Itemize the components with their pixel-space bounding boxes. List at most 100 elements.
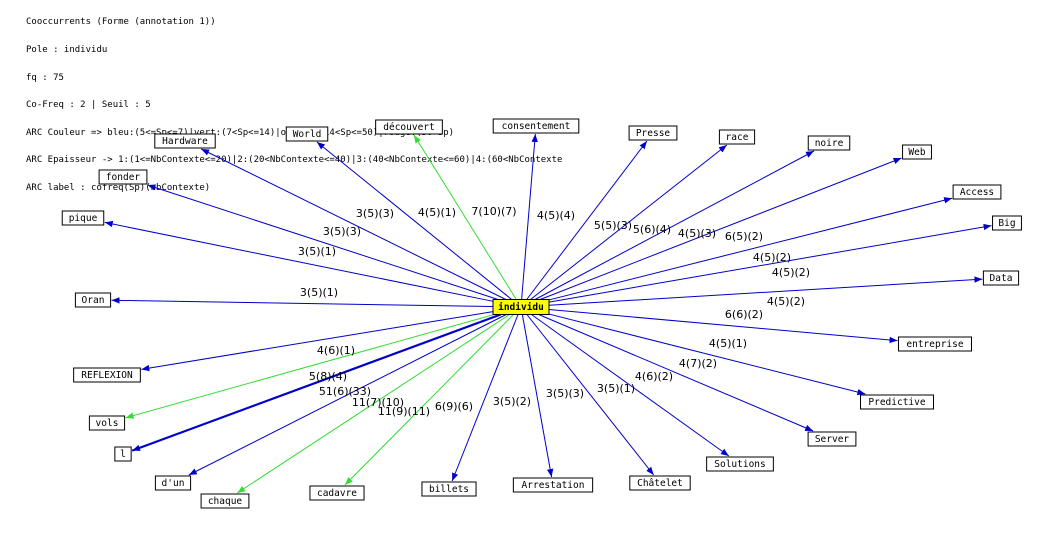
- node-cadavre[interactable]: cadavre: [309, 485, 365, 501]
- node-label-fonder: fonder: [106, 172, 141, 183]
- node-presse[interactable]: Presse: [628, 125, 678, 141]
- node-pique[interactable]: pique: [61, 210, 105, 226]
- node-label-consentement: consentement: [502, 121, 571, 132]
- header-line-cofreq: Co-Freq : 2 | Seuil : 5: [26, 100, 151, 111]
- node-chaque[interactable]: chaque: [200, 493, 250, 509]
- node-hardware[interactable]: Hardware: [154, 133, 216, 149]
- node-l[interactable]: l: [114, 446, 132, 462]
- edge-pique: [104, 220, 494, 302]
- node-label-big: Big: [998, 218, 1015, 229]
- edge-presse: [526, 140, 648, 300]
- node-label-world: World: [293, 129, 322, 140]
- edge-label-l: 51(6)(33): [319, 385, 371, 398]
- node-box-presse: [628, 125, 678, 141]
- node-box-predictive: [860, 394, 934, 410]
- node-label-cadavre: cadavre: [317, 488, 357, 499]
- node-fonder[interactable]: fonder: [98, 169, 148, 185]
- node-reflexion[interactable]: REFLEXION: [73, 367, 141, 383]
- edge-decouvert: [413, 134, 517, 300]
- edge-label-big: 4(5)(2): [772, 266, 810, 279]
- node-oran[interactable]: Oran: [74, 292, 112, 308]
- edge-chaque: [236, 314, 510, 494]
- edge-l: [131, 313, 502, 452]
- node-web[interactable]: Web: [902, 144, 932, 160]
- edge-solutions: [531, 314, 730, 457]
- node-data[interactable]: Data: [982, 270, 1020, 286]
- edge-label-oran: 3(5)(1): [300, 286, 338, 299]
- edge-label-chatelet: 3(5)(1): [597, 382, 635, 395]
- nodes-layer: Hardware World découvert consentementPresse…: [61, 118, 1022, 509]
- edge-label-data: 4(5)(2): [767, 295, 805, 308]
- node-server[interactable]: Server: [807, 431, 857, 447]
- node-label-data: Data: [990, 273, 1013, 284]
- node-center-individu[interactable]: individu: [492, 299, 550, 315]
- edges-layer: [104, 133, 992, 494]
- node-box-billets: [421, 481, 477, 497]
- edge-label-consentement: 4(5)(4): [537, 209, 575, 222]
- edge-label-dun: 11(7)(10): [352, 396, 404, 409]
- node-label-l: l: [120, 449, 126, 460]
- edge-label-chaque: 11(9)(11): [378, 405, 430, 418]
- edge-label-presse: 5(5)(3): [594, 219, 632, 232]
- node-box-chaque: [200, 493, 250, 509]
- edge-fonder: [147, 184, 499, 300]
- node-box-noire: [807, 135, 851, 151]
- edge-chatelet: [526, 314, 655, 476]
- edge-hardware: [200, 148, 507, 300]
- node-noire[interactable]: noire: [807, 135, 851, 151]
- node-box-dun: [154, 475, 192, 491]
- node-box-data: [982, 270, 1020, 286]
- node-entreprise[interactable]: entreprise: [898, 336, 972, 352]
- node-box-race: [718, 129, 756, 145]
- edge-label-access: 4(5)(2): [753, 251, 791, 264]
- node-box-pique: [61, 210, 105, 226]
- edge-cadavre: [344, 314, 514, 486]
- edge-label-entreprise: 6(6)(2): [725, 308, 763, 321]
- edge-label-hardware: 3(5)(3): [356, 207, 394, 220]
- node-label-entreprise: entreprise: [906, 339, 963, 350]
- header-line-fq: fq : 75: [26, 72, 64, 83]
- node-box-l: [114, 446, 132, 462]
- node-chatelet[interactable]: Châtelet: [629, 475, 691, 491]
- node-billets[interactable]: billets: [421, 481, 477, 497]
- node-label-pique: pique: [69, 213, 98, 224]
- node-dun[interactable]: d'un: [154, 475, 192, 491]
- node-box-fonder: [98, 169, 148, 185]
- edge-label-vols: 5(8)(4): [309, 370, 347, 383]
- edge-label-fonder: 3(5)(3): [323, 225, 361, 238]
- edge-noire: [534, 150, 815, 300]
- node-solutions[interactable]: Solutions: [706, 456, 774, 472]
- node-box-solutions: [706, 456, 774, 472]
- edge-label-reflexion: 4(6)(1): [317, 344, 355, 357]
- node-box-arrestation: [512, 477, 594, 493]
- edge-server: [538, 314, 814, 432]
- edge-label-billets: 3(5)(2): [493, 395, 531, 408]
- node-decouvert[interactable]: découvert: [375, 119, 443, 135]
- node-box-vols: [88, 415, 126, 431]
- node-box-decouvert: [375, 119, 443, 135]
- node-box-server: [807, 431, 857, 447]
- node-box-consentement: [492, 118, 580, 134]
- node-vols[interactable]: vols: [88, 415, 126, 431]
- edge-race: [530, 144, 728, 300]
- node-label-reflexion: REFLEXION: [81, 370, 133, 381]
- edge-label-arrestation: 3(5)(3): [546, 387, 584, 400]
- node-world[interactable]: World: [285, 126, 329, 142]
- node-arrestation[interactable]: Arrestation: [512, 477, 594, 493]
- edge-label-solutions: 4(6)(2): [635, 370, 673, 383]
- edge-entreprise: [548, 309, 898, 344]
- node-label-presse: Presse: [636, 128, 671, 139]
- header-line-title: Cooccurrents (Forme (annotation 1)): [26, 17, 216, 28]
- edge-label-cadavre: 6(9)(6): [435, 400, 473, 413]
- node-predictive[interactable]: Predictive: [860, 394, 934, 410]
- node-big[interactable]: Big: [992, 215, 1022, 231]
- node-label-race: race: [726, 132, 749, 143]
- node-race[interactable]: race: [718, 129, 756, 145]
- node-access[interactable]: Access: [952, 184, 1002, 200]
- node-consentement[interactable]: consentement: [492, 118, 580, 134]
- edge-oran: [111, 297, 494, 308]
- node-box-access: [952, 184, 1002, 200]
- node-box-cadavre: [309, 485, 365, 501]
- node-label-hardware: Hardware: [162, 136, 208, 147]
